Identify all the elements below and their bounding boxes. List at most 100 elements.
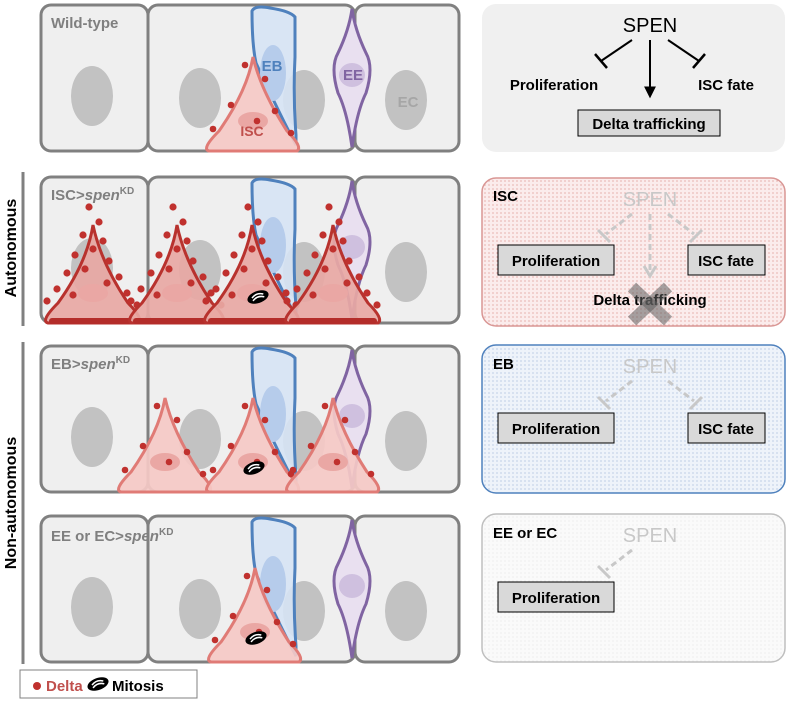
side-label-non-autonomous: Non-autonomous	[3, 342, 25, 664]
delta-dot	[343, 279, 351, 287]
ee-nucleus	[339, 63, 365, 87]
delta-dot	[311, 251, 319, 259]
nucleus	[71, 66, 113, 126]
legend: Delta Mitosis	[19, 669, 198, 699]
isc-cell-3	[285, 397, 381, 494]
delta-dot-icon	[33, 682, 41, 690]
row-label-isc-kd-prefix: ISC>	[51, 187, 85, 204]
delta-dot	[248, 245, 256, 253]
delta-dot	[153, 291, 161, 299]
delta-dot	[63, 269, 71, 277]
delta-dot	[274, 273, 282, 281]
isc-cell-3	[202, 203, 301, 325]
side-label-autonomous: Autonomous	[3, 172, 25, 326]
delta-dot	[335, 218, 343, 226]
delta-dot	[155, 251, 163, 259]
delta-dot	[373, 301, 381, 309]
delta-dot	[253, 117, 261, 125]
eb-nucleus	[260, 45, 286, 101]
panel-eb-title: EB	[493, 356, 514, 373]
delta-dot	[79, 231, 87, 239]
row-label-ee-ec-kd: EE or EC>spenKD	[51, 527, 173, 545]
panel-wt-delta-trafficking: Delta trafficking	[592, 116, 705, 133]
delta-dot	[189, 257, 197, 265]
tissue-row-wild-type	[39, 3, 461, 153]
delta-dot	[351, 448, 359, 456]
isc-membrane	[205, 397, 301, 494]
delta-dot	[199, 470, 207, 478]
mitosis-stripe	[251, 292, 264, 299]
delta-dot	[363, 289, 371, 297]
delta-dot	[321, 402, 329, 410]
delta-dot	[115, 273, 123, 281]
panel-eb-proliferation: Proliferation	[512, 421, 600, 438]
delta-dot	[263, 586, 271, 594]
mitosis-icon	[247, 290, 269, 304]
delta-dot	[95, 218, 103, 226]
row-label-isc-kd-gene: spen	[85, 187, 120, 204]
delta-dot	[89, 245, 97, 253]
row-label-ee-ec-kd-prefix: EE or EC>	[51, 528, 124, 545]
mitosis-stripe	[250, 636, 263, 643]
eb-nucleus	[260, 386, 286, 442]
panel-ee-ec-title: EE or EC	[493, 525, 557, 542]
delta-dot	[325, 203, 333, 211]
delta-dot	[271, 107, 279, 115]
delta-dot	[53, 285, 61, 293]
delta-dot	[127, 297, 135, 305]
delta-dot	[228, 291, 236, 299]
delta-dot	[367, 470, 375, 478]
delta-dot	[339, 237, 347, 245]
delta-dot	[333, 458, 341, 466]
delta-dot	[43, 297, 51, 305]
row-label-isc-kd: ISC>spenKD	[51, 186, 134, 204]
delta-dot	[121, 466, 129, 474]
panel-ee-ec-proliferation: Proliferation	[512, 590, 600, 607]
panel-eb: EB SPEN Proliferation ISC fate	[481, 344, 786, 494]
row-label-eb-kd-gene: spen	[81, 356, 116, 373]
panel-wild-type: SPEN Proliferation ISC fate Delta traffi…	[482, 4, 785, 152]
delta-dot	[238, 231, 246, 239]
delta-dot	[173, 245, 181, 253]
delta-dot	[165, 458, 173, 466]
mitosis-stripe	[249, 633, 262, 640]
isc-nucleus	[150, 453, 180, 471]
row-label-isc-kd-sup: KD	[120, 186, 134, 197]
delta-dot	[202, 297, 210, 305]
panel-wt-isc-fate: ISC fate	[698, 77, 754, 94]
delta-dot	[103, 279, 111, 287]
delta-dot	[211, 636, 219, 644]
panel-isc: ISC SPEN Proliferation ISC fate Delta tr…	[481, 177, 786, 327]
delta-dot	[227, 442, 235, 450]
delta-dot	[287, 129, 295, 137]
delta-dot	[261, 416, 269, 424]
row-label-eb-kd: EB>spenKD	[51, 355, 130, 373]
delta-dot	[81, 265, 89, 273]
delta-dot	[165, 265, 173, 273]
delta-dot	[273, 618, 281, 626]
delta-dot	[319, 231, 327, 239]
blocked-cross-icon	[627, 282, 673, 326]
delta-dot	[183, 448, 191, 456]
delta-dot	[309, 291, 317, 299]
mitosis-stripe	[248, 466, 261, 473]
tissue-row-ee-ec-kd	[39, 514, 461, 664]
delta-dot	[209, 466, 217, 474]
delta-dot	[254, 218, 262, 226]
isc-nucleus	[238, 112, 268, 130]
delta-dot	[240, 265, 248, 273]
nucleus	[71, 407, 113, 467]
delta-dot	[163, 231, 171, 239]
delta-dot	[262, 279, 270, 287]
nucleus	[179, 68, 221, 128]
delta-dot	[169, 203, 177, 211]
row-label-eb-kd-prefix: EB>	[51, 356, 81, 373]
panel-wt-proliferation: Proliferation	[510, 77, 598, 94]
delta-dot	[187, 279, 195, 287]
delta-dot	[85, 203, 93, 211]
tissue-row-eb-kd	[39, 344, 461, 494]
delta-dot	[199, 273, 207, 281]
delta-dot	[241, 402, 249, 410]
panel-eb-isc-fate: ISC fate	[698, 421, 754, 438]
